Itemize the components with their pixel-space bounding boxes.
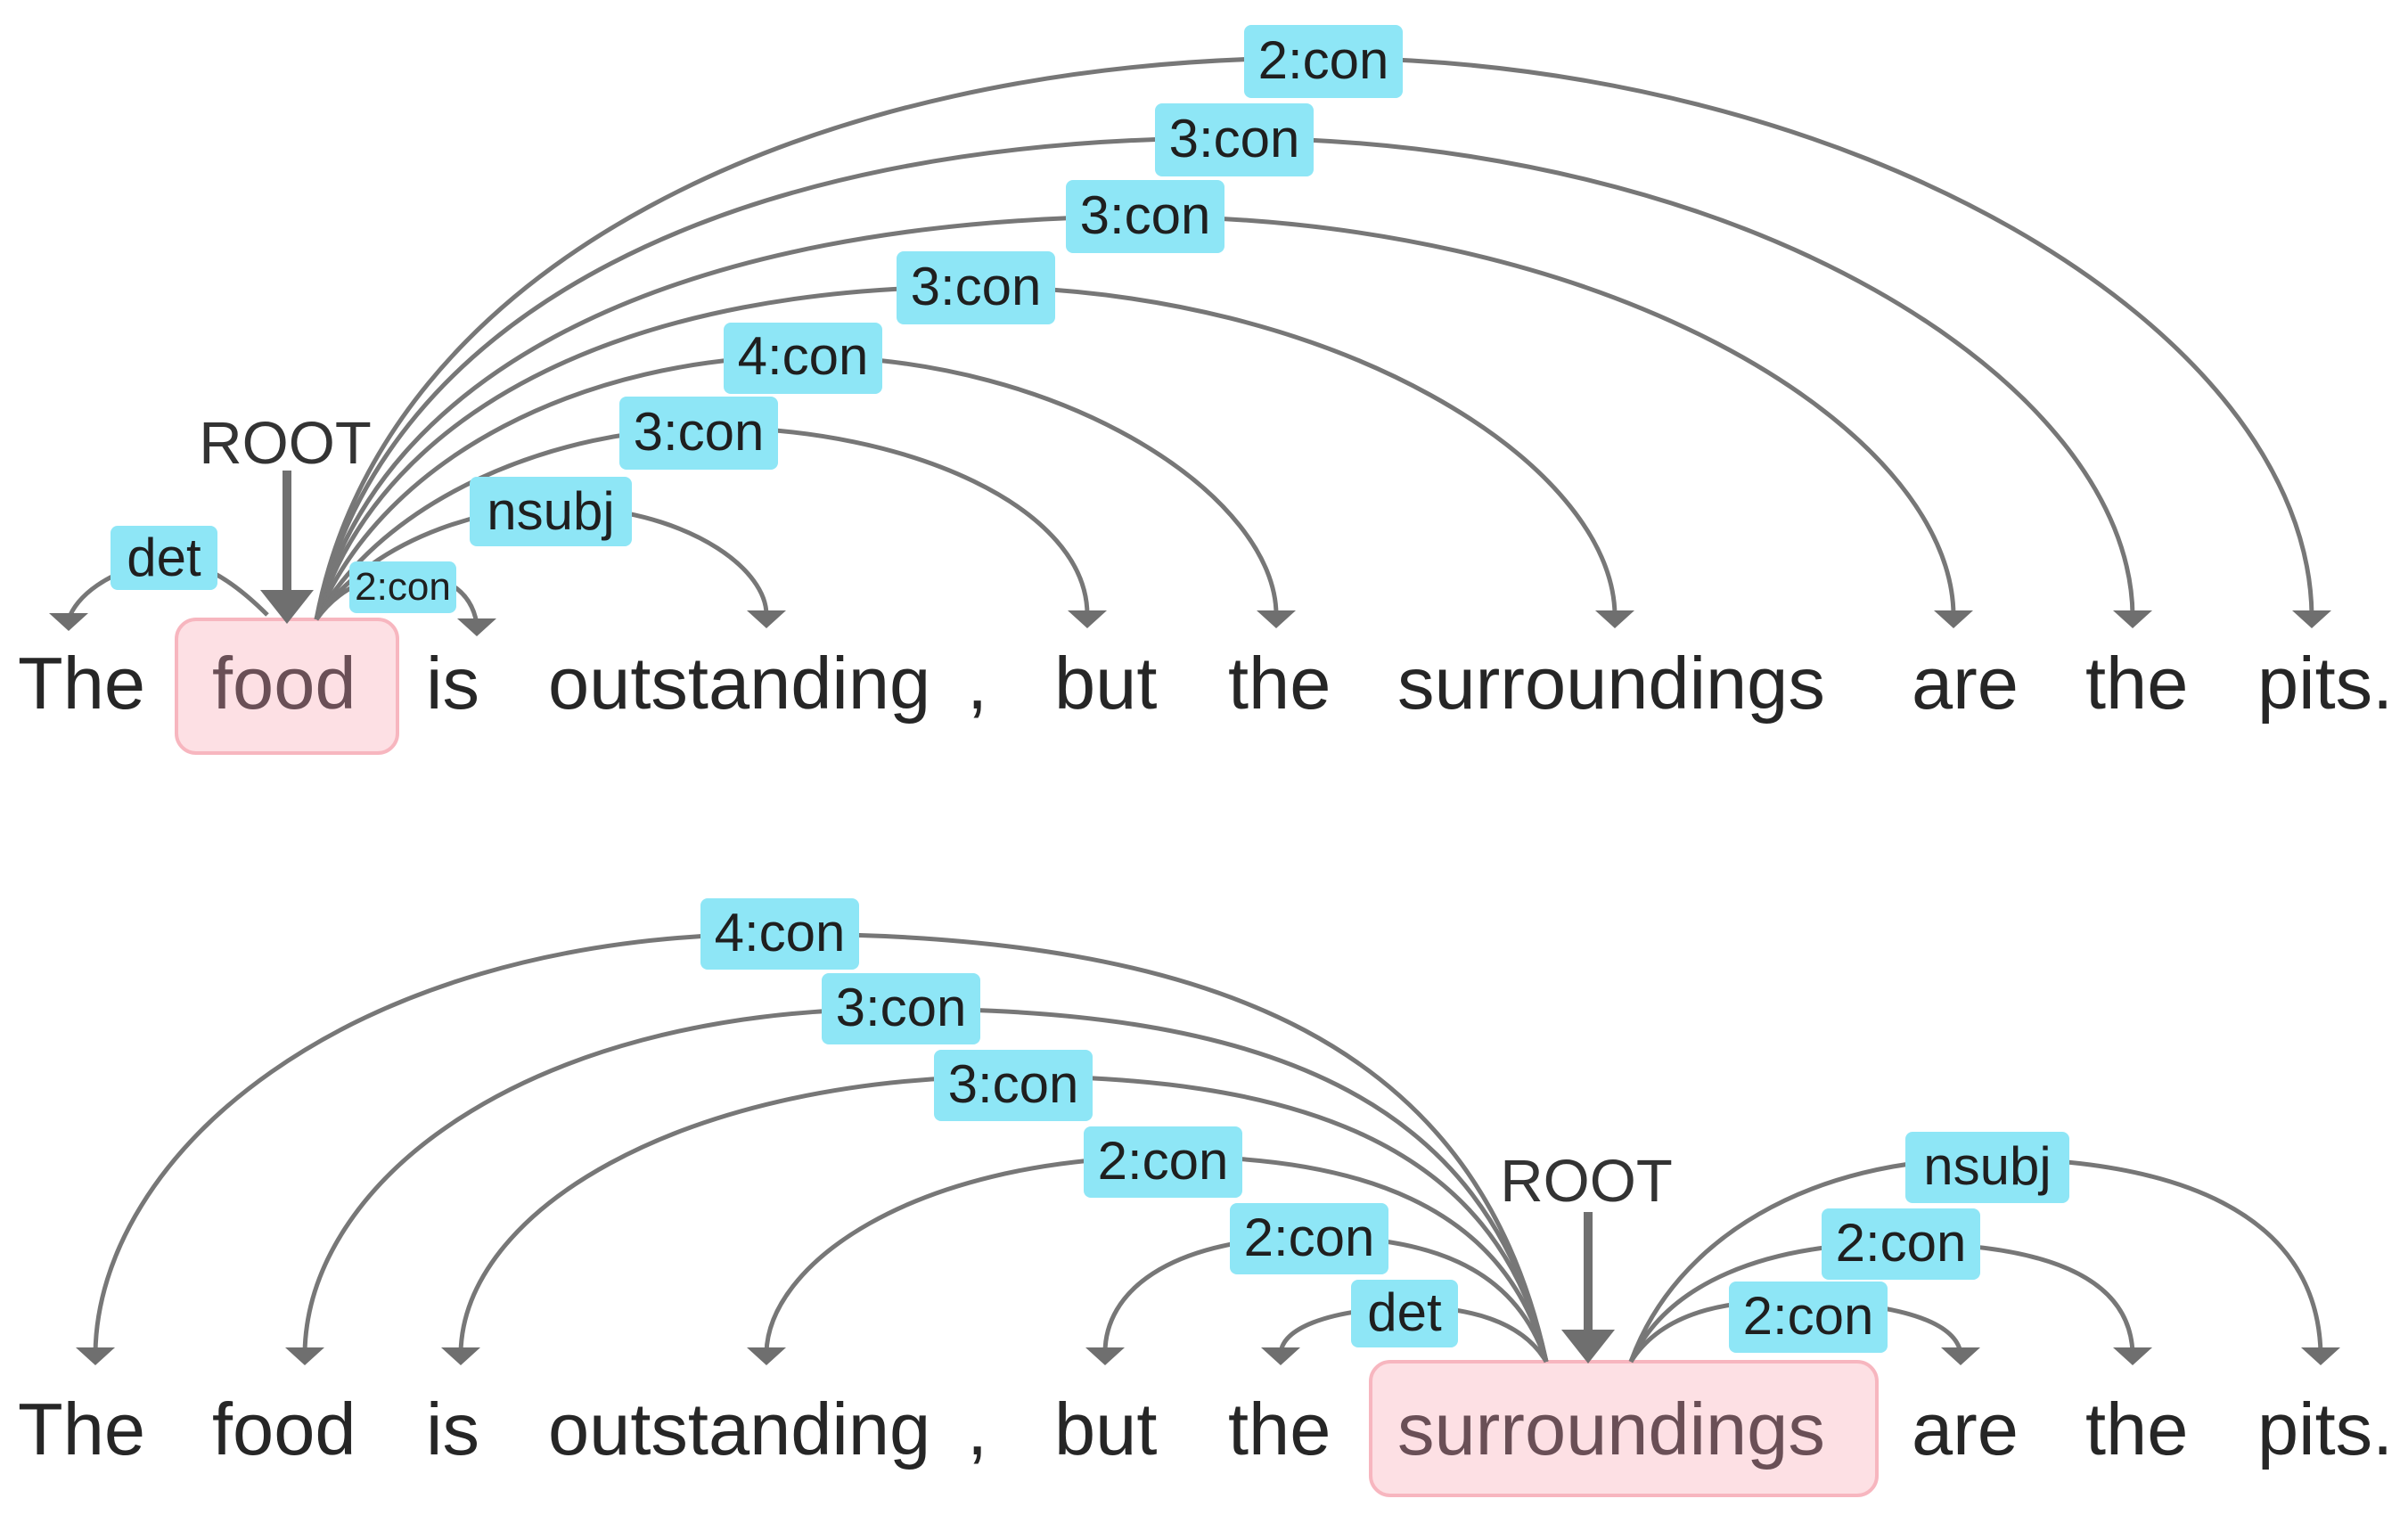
word-food: food [212,1388,356,1470]
root-word-highlight [1369,1360,1879,1497]
label-4con: 4:con [724,323,882,394]
label-3con: 3:con [934,1050,1093,1121]
svg-text:det: det [1367,1282,1442,1342]
label-3con: 3:con [822,973,980,1044]
parse-1: The food is outstanding , but the surrou… [18,25,2393,755]
word-comma: , [967,642,987,725]
label-3con: 3:con [619,397,778,470]
word-outstanding: outstanding [548,642,930,725]
label-det: det [111,526,217,590]
word-the: The [18,642,145,725]
root-label: ROOT [199,410,372,477]
word-row: The food is outstanding , but the surrou… [18,1388,2393,1470]
svg-text:2:con: 2:con [1836,1213,1967,1273]
parse-2: The food is outstanding , but the surrou… [18,898,2393,1497]
word-pits: pits. [2257,642,2393,725]
svg-text:nsubj: nsubj [1923,1136,2051,1196]
svg-text:2:con: 2:con [1244,1208,1375,1267]
root-label: ROOT [1500,1148,1673,1215]
svg-text:det: det [127,528,201,587]
arc-labels: 4:con 3:con 3:con 2:con 2:con det [700,898,2069,1353]
label-nsubj: nsubj [470,477,632,546]
label-2con: 2:con [1822,1208,1980,1280]
svg-text:2:con: 2:con [1258,30,1389,90]
word-the: the [1228,642,1331,725]
label-3con: 3:con [1155,103,1314,176]
label-4con: 4:con [700,898,859,970]
word-are: are [1912,1388,2019,1470]
svg-text:3:con: 3:con [948,1054,1079,1114]
label-2con: 2:con [1084,1126,1242,1198]
label-2con: 2:con [1729,1282,1888,1353]
label-2con: 2:con [1244,25,1403,98]
word-comma: , [967,1388,987,1470]
word-are: are [1912,642,2019,725]
root-arrowhead [260,590,314,624]
word-food: food [212,642,356,725]
word-the: the [1228,1388,1331,1470]
word-row: The food is outstanding , but the surrou… [18,642,2393,725]
svg-text:3:con: 3:con [911,257,1042,316]
arc-3con-are [314,214,1956,620]
svg-text:nsubj: nsubj [487,481,614,541]
word-surroundings: surroundings [1397,642,1825,725]
svg-text:3:con: 3:con [1080,185,1211,245]
word-surroundings: surroundings [1397,1388,1825,1470]
word-the: the [2085,1388,2188,1470]
root-arrowhead [1561,1330,1615,1364]
svg-text:2:con: 2:con [355,565,451,609]
svg-text:3:con: 3:con [836,978,967,1037]
label-2con-small: 2:con [349,561,456,613]
word-is: is [426,1388,479,1470]
word-but: but [1054,1388,1157,1470]
word-the: the [2085,642,2188,725]
svg-text:4:con: 4:con [715,903,846,962]
arc-labels: det 2:con nsubj 3:con 4:con 3:con [111,25,1403,613]
label-nsubj: nsubj [1905,1132,2069,1203]
label-3con: 3:con [1066,180,1224,253]
label-det: det [1351,1280,1458,1347]
svg-text:4:con: 4:con [738,326,869,386]
svg-text:2:con: 2:con [1098,1131,1229,1191]
label-3con: 3:con [897,251,1055,324]
svg-text:3:con: 3:con [1169,109,1300,168]
arc-arrowheads [76,1347,2340,1365]
svg-text:3:con: 3:con [634,402,765,462]
word-outstanding: outstanding [548,1388,930,1470]
word-pits: pits. [2257,1388,2393,1470]
svg-text:2:con: 2:con [1743,1286,1874,1346]
word-but: but [1054,642,1157,725]
word-is: is [426,642,479,725]
arc-arrowheads [49,610,2331,636]
arc-3con-surroundings [314,284,1618,620]
word-the: The [18,1388,145,1470]
label-2con: 2:con [1230,1203,1388,1274]
